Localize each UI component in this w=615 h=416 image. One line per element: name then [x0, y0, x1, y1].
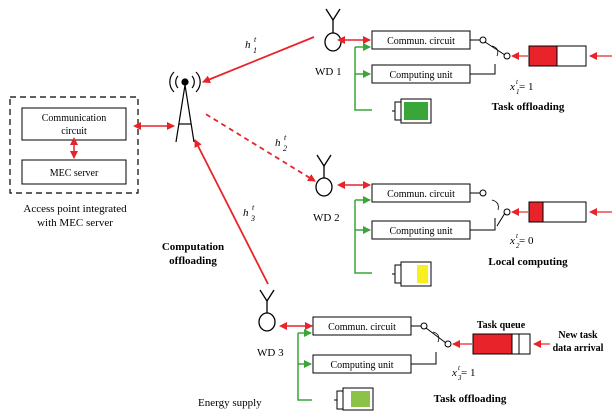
svg-text:t: t [252, 203, 255, 212]
channel-h1-label: h 1 t [245, 35, 257, 55]
svg-text:x: x [451, 367, 457, 379]
channel-h2-label: h 2 t [275, 133, 287, 153]
wd1-task-queue [528, 45, 587, 67]
wd3-switch-icon [411, 322, 452, 365]
wd1-mode-label: Task offloading [492, 101, 565, 113]
svg-text:h: h [243, 207, 249, 219]
ap-comm-circuit-label-1: Communication [42, 113, 106, 124]
svg-text:3: 3 [457, 374, 462, 382]
svg-text:x: x [509, 81, 515, 93]
wd1-supply-line [354, 47, 372, 111]
energy-supply-label: Energy supply [198, 397, 262, 409]
wd3-new-task-label-1: New task [558, 330, 598, 341]
ap-antenna-icon [169, 71, 201, 143]
wd1-antenna-icon [324, 8, 342, 52]
wd2-comm-label: Commun. circuit [387, 189, 455, 200]
wd2-battery-icon [392, 261, 432, 287]
wd3-label: WD 3 [257, 347, 284, 359]
wd1-comp-label: Computing unit [389, 70, 452, 81]
wd2-mode-label: Local computing [488, 256, 568, 268]
wd3-x-label: x 3 t = 1 [451, 364, 475, 382]
wd2-label: WD 2 [313, 212, 340, 224]
wd1-label: WD 1 [315, 66, 342, 78]
ap-comm-circuit-label-2: circuit [61, 126, 87, 137]
ap-dashed-boundary [9, 96, 139, 194]
channel-wd3-arrow [194, 139, 269, 285]
wd2-x-label: x 2 t = 0 [509, 232, 534, 250]
wd2-group: WD 2 Commun. circuit Computing unit x 2 … [313, 154, 612, 287]
ap-caption-line2: with MEC server [37, 217, 113, 229]
wd3-mode-label: Task offloading [434, 393, 507, 405]
svg-text:t: t [284, 133, 287, 142]
wd2-task-queue [528, 201, 587, 223]
svg-text:t: t [516, 78, 519, 86]
mec-server-box [21, 159, 127, 185]
access-point-group: Communication circuit MEC server Access … [9, 71, 201, 229]
svg-text:t: t [516, 232, 519, 240]
wd1-group: WD 1 Commun. circuit Computing unit x 1 … [315, 8, 612, 124]
ap-caption-line1: Access point integrated [23, 203, 127, 215]
wd2-comp-label: Computing unit [389, 226, 452, 237]
svg-text:t: t [458, 364, 461, 372]
computation-offloading-label-1: Computation [162, 241, 224, 253]
wd2-antenna-icon [315, 154, 333, 197]
wd3-task-queue [472, 333, 531, 355]
wd3-new-task-label-2: data arrival [553, 343, 604, 354]
wd1-x-label: x 1 t = 1 [509, 78, 533, 96]
wd3-comp-label: Computing unit [330, 360, 393, 371]
svg-text:1: 1 [253, 46, 257, 55]
svg-text:3: 3 [250, 214, 255, 223]
wd2-switch-icon [470, 189, 511, 231]
mec-server-label: MEC server [50, 168, 99, 179]
wd3-task-queue-label: Task queue [477, 320, 526, 331]
computation-offloading-label-2: offloading [169, 255, 217, 267]
channel-h3-label: h 3 t [243, 203, 255, 223]
svg-text:x: x [509, 235, 515, 247]
wd1-switch-icon [470, 36, 511, 75]
svg-text:1: 1 [516, 88, 520, 96]
svg-text:= 0: = 0 [519, 235, 534, 247]
wd1-comm-label: Commun. circuit [387, 36, 455, 47]
wd3-group: WD 3 Commun. circuit Computing unit Task… [198, 289, 604, 411]
wd3-antenna-icon [258, 289, 276, 332]
svg-text:= 1: = 1 [519, 81, 533, 93]
svg-text:h: h [275, 137, 281, 149]
wd3-comm-label: Commun. circuit [328, 322, 396, 333]
svg-text:t: t [254, 35, 257, 44]
svg-text:2: 2 [283, 144, 287, 153]
svg-text:= 1: = 1 [461, 367, 475, 379]
wd1-battery-icon [392, 98, 432, 124]
wd2-supply-line [354, 200, 372, 274]
svg-text:2: 2 [516, 242, 520, 250]
svg-text:h: h [245, 39, 251, 51]
wd3-battery-icon [334, 387, 374, 411]
wd3-supply-line [297, 333, 312, 401]
channel-wd2-arrow [203, 112, 316, 182]
channel-wd1-arrow [202, 36, 315, 84]
